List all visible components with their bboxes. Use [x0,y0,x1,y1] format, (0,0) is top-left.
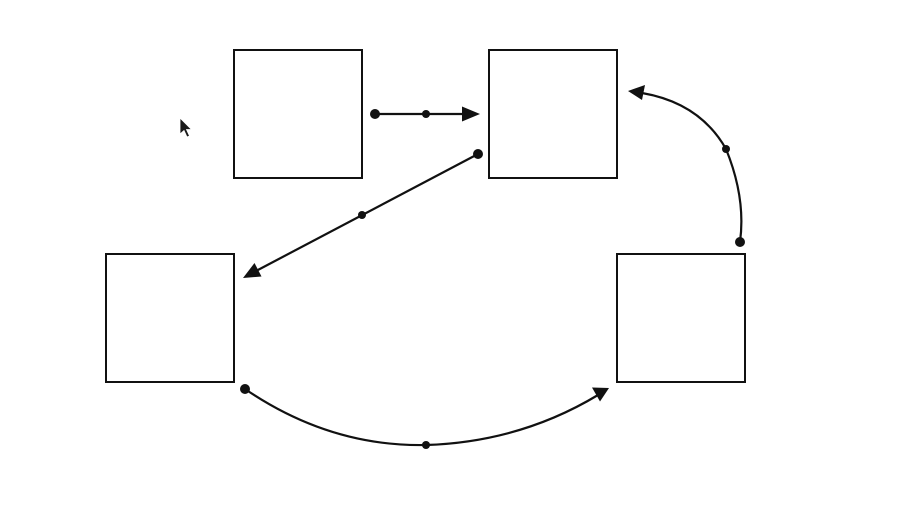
edge-midpoint-handle[interactable] [358,211,366,219]
edge-bottomleft-to-bottomright[interactable] [240,384,609,449]
edge-source-handle[interactable] [473,149,483,159]
edge-midpoint-handle[interactable] [422,441,430,449]
node-top-left[interactable] [233,49,363,179]
node-bottom-right[interactable] [616,253,746,383]
arrowhead-icon [628,85,645,100]
node-bottom-left[interactable] [105,253,235,383]
edge-bottomright-to-topright[interactable] [628,85,745,247]
edge-midpoint-handle[interactable] [422,110,430,118]
edge-line[interactable] [255,153,479,272]
arrowhead-icon [243,263,262,278]
edge-source-handle[interactable] [735,237,745,247]
edge-topright-to-bottomleft[interactable] [243,149,483,278]
arrowhead-icon [592,387,609,402]
edge-topleft-to-topright[interactable] [370,106,480,122]
edge-line[interactable] [641,91,743,243]
edge-source-handle[interactable] [370,109,380,119]
mouse-pointer-icon [179,117,193,138]
node-top-right[interactable] [488,49,618,179]
arrowhead-icon [462,106,480,122]
edge-midpoint-handle[interactable] [722,145,730,153]
edge-line[interactable] [244,388,599,447]
edge-source-handle[interactable] [240,384,250,394]
